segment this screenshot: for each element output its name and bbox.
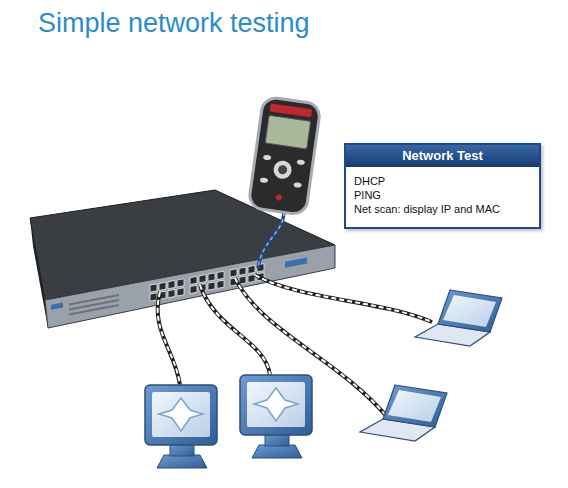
monitor-screen — [247, 382, 305, 427]
tester-cable — [258, 212, 284, 268]
port — [248, 274, 255, 282]
laptop — [415, 290, 502, 346]
monitor-bezel — [145, 385, 217, 445]
tester-button — [297, 159, 306, 165]
tester-button — [275, 194, 282, 201]
switch-side — [30, 218, 48, 328]
tester-dpad — [272, 160, 292, 180]
tester-band — [270, 103, 313, 117]
port — [190, 276, 197, 284]
cable — [200, 285, 270, 375]
vent-slot — [69, 304, 119, 315]
port — [168, 289, 175, 297]
laptop-lid — [438, 290, 502, 332]
tester-ok-button — [278, 165, 288, 175]
port — [177, 279, 184, 287]
port — [208, 282, 215, 290]
tester-button — [263, 154, 272, 160]
cable-twist — [200, 285, 270, 375]
port — [177, 288, 184, 296]
switch-badge — [285, 257, 307, 267]
tester-button — [260, 177, 269, 183]
callout-item: Net scan: display IP and MAC — [346, 202, 539, 216]
monitor-screen — [152, 392, 210, 437]
callout-item: DHCP — [346, 167, 539, 188]
monitor-base — [252, 445, 302, 458]
callout-box: Network TestDHCPPINGNet scan: display IP… — [344, 143, 541, 229]
switch-logo — [51, 303, 63, 310]
port — [239, 267, 246, 275]
laptop-screen — [388, 390, 441, 422]
port — [208, 273, 215, 281]
desktop-monitor — [145, 385, 217, 468]
port — [239, 276, 246, 284]
port — [150, 284, 157, 292]
port — [159, 282, 166, 290]
cable — [255, 275, 432, 322]
switch-front — [45, 245, 335, 328]
desktop-monitor — [240, 375, 312, 458]
port — [217, 271, 224, 279]
tester-screen — [265, 115, 310, 149]
tester-cable-twist — [258, 212, 284, 268]
screen-icon — [254, 388, 298, 421]
monitor-base — [157, 455, 207, 468]
cable-twist — [255, 275, 432, 322]
diagram-title: Simple network testing — [38, 8, 310, 39]
tester-body — [248, 96, 321, 215]
laptop — [360, 385, 447, 441]
cable — [158, 292, 180, 385]
port — [230, 269, 237, 277]
monitor-bezel — [240, 375, 312, 435]
callout-heading: Network Test — [346, 145, 539, 167]
tester-button — [293, 182, 302, 188]
switch-ports — [51, 255, 307, 319]
laptop-lid — [383, 385, 447, 427]
port — [248, 265, 255, 273]
port — [217, 280, 224, 288]
cable-twist — [158, 292, 180, 385]
handheld-tester — [248, 96, 321, 215]
port — [199, 275, 206, 283]
screen-icon — [159, 398, 203, 431]
port — [150, 293, 157, 301]
port — [190, 285, 197, 293]
callout-item: PING — [346, 188, 539, 202]
port — [168, 280, 175, 288]
laptop-screen — [443, 295, 496, 327]
